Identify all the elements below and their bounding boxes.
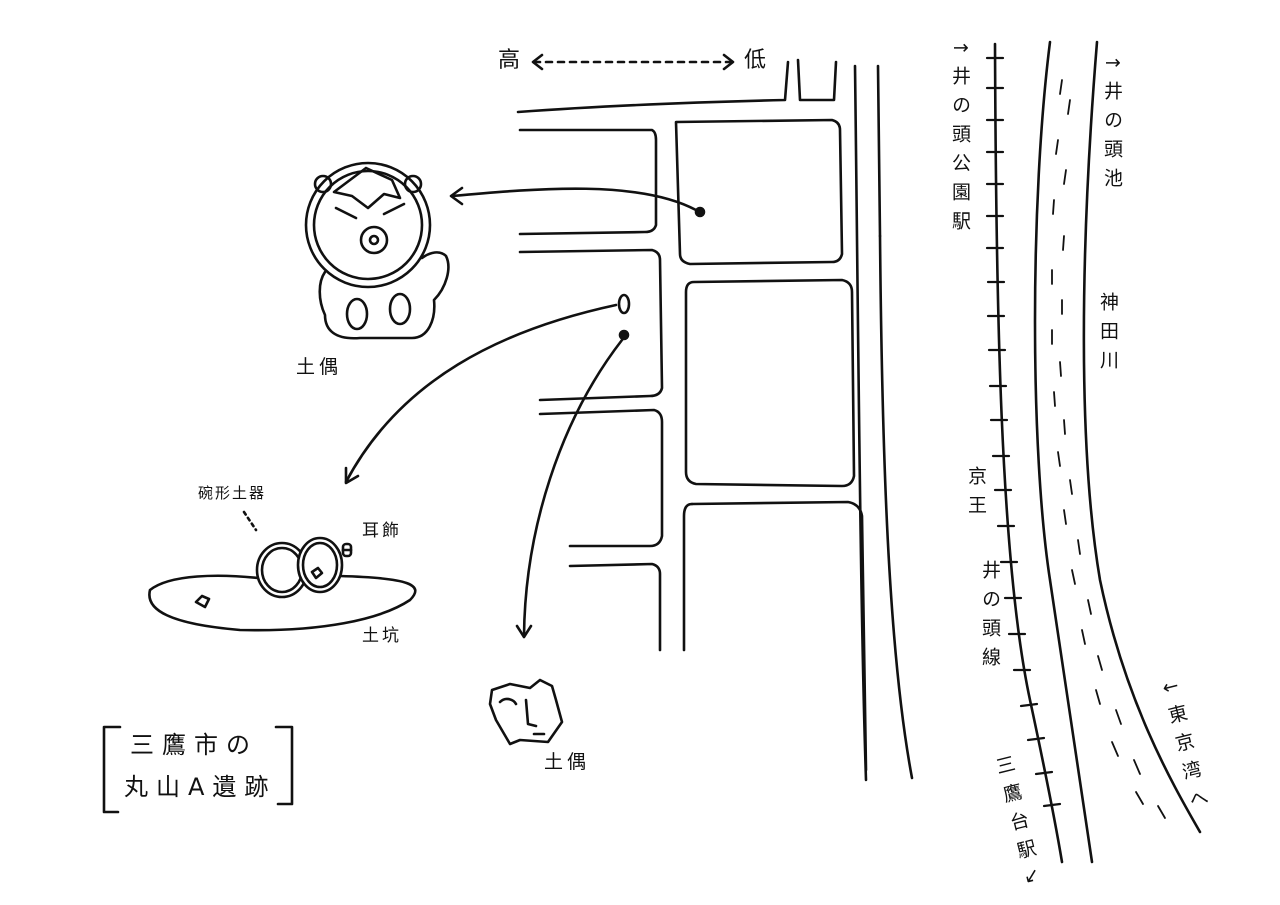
- line-name-label-1: 京王: [965, 466, 987, 524]
- site-title-line1: 三鷹市の: [130, 731, 258, 759]
- elevation-high-label: 高: [498, 48, 521, 73]
- dogu-figurine-upper: [304, 161, 450, 340]
- station-north-label: ↑井の頭公園駅: [949, 40, 971, 240]
- kanda-river: [1033, 40, 1202, 864]
- keio-inokashira-line: [985, 42, 1064, 864]
- dogu-upper-label: 土偶: [296, 356, 343, 378]
- pit-label: 土坑: [362, 626, 402, 646]
- dogu-figurine-lower: [488, 678, 564, 746]
- street-grid: [516, 58, 914, 782]
- find-arrows: [344, 186, 706, 639]
- line-name-label-2: 井の頭線: [979, 560, 1001, 676]
- elevation-low-label: 低: [744, 48, 767, 73]
- bowl-pottery-label: 碗形土器: [198, 484, 267, 502]
- title-bracket: [102, 725, 294, 814]
- earring-label: 耳飾: [362, 521, 402, 541]
- elevation-arrow: [531, 53, 735, 71]
- dogu-lower-label: 土偶: [544, 751, 591, 773]
- pit-feature: [148, 510, 417, 632]
- pond-label: ↑井の頭池: [1101, 55, 1123, 197]
- site-title-line2: 丸山A遺跡: [124, 773, 277, 801]
- river-name-label: 神田川: [1097, 292, 1119, 379]
